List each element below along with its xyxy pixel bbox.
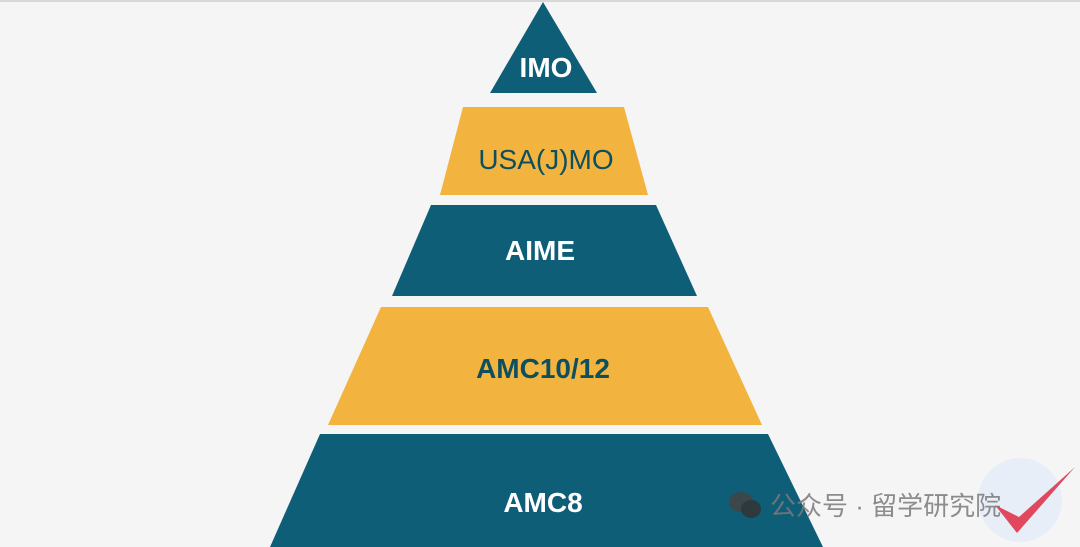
watermark: 公众号 · 留学研究院	[728, 486, 1001, 523]
checkmark-icon	[978, 458, 1075, 542]
level-amc1012-shape	[328, 307, 762, 425]
level-aime-label: AIME	[505, 235, 575, 266]
level-amc8-shape	[270, 434, 823, 547]
level-imo-shape	[490, 2, 597, 93]
level-usajmo-shape	[440, 107, 648, 195]
level-usajmo-label: USA(J)MO	[478, 144, 614, 175]
level-amc8-label: AMC8	[503, 487, 583, 518]
wechat-icon	[729, 491, 761, 518]
watermark-text: 公众号 · 留学研究院	[770, 491, 1002, 521]
top-border	[0, 0, 1080, 2]
level-amc1012-label: AMC10/12	[476, 353, 610, 384]
level-aime-shape	[392, 205, 697, 296]
level-imo-label: IMO	[519, 52, 573, 83]
